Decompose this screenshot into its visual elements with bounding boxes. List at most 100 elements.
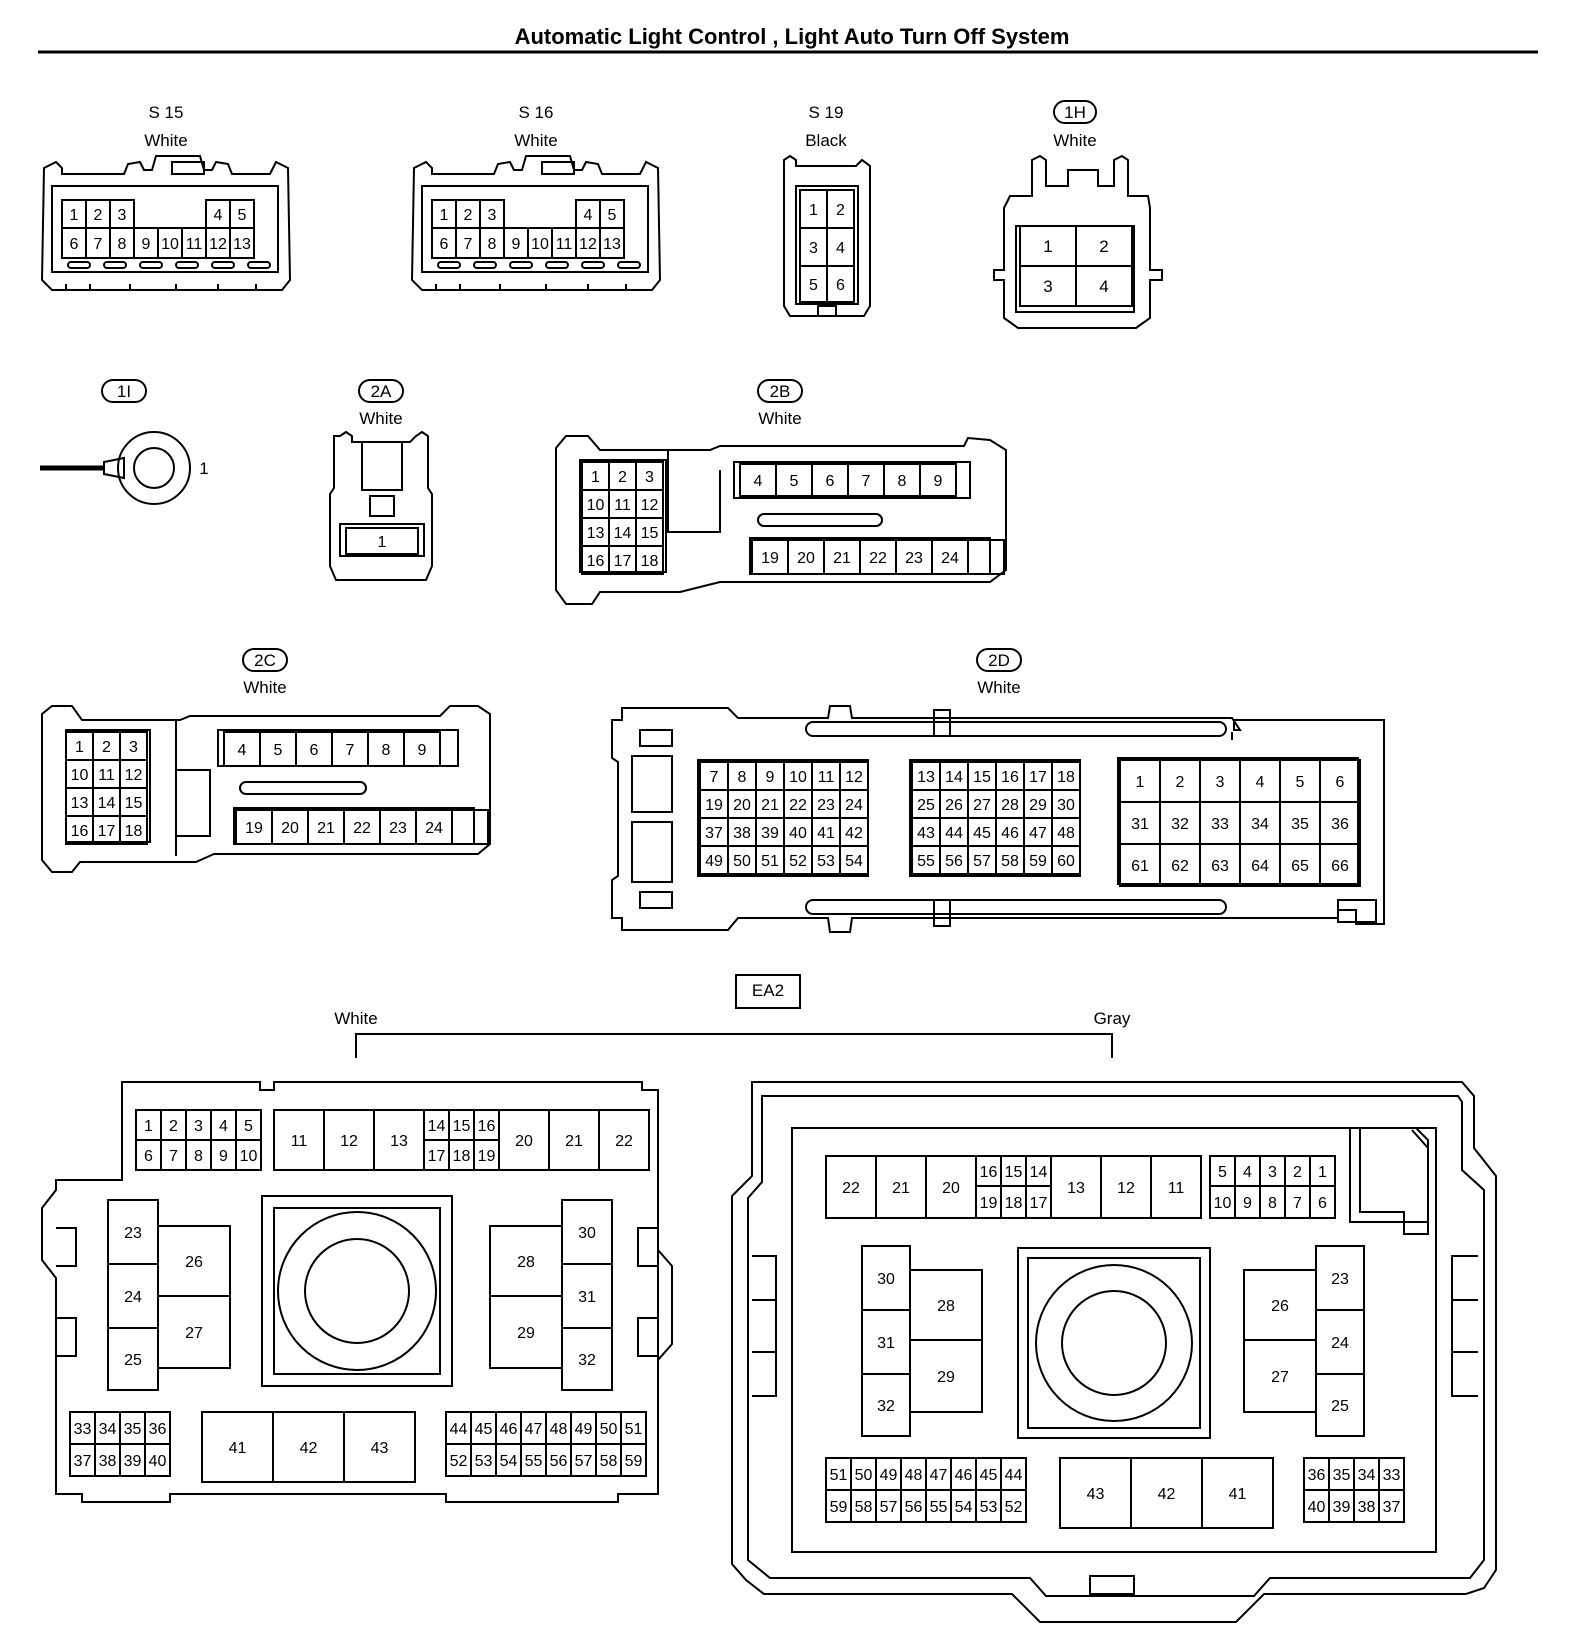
pin-number: 52 xyxy=(1005,1499,1023,1516)
pin-number: 43 xyxy=(371,1440,389,1457)
pin-number: 26 xyxy=(1271,1298,1289,1315)
pin-number: 33 xyxy=(1211,816,1229,833)
2c-notch xyxy=(175,720,211,856)
s16-color: White xyxy=(514,131,557,150)
pin-number: 1 xyxy=(1318,1164,1327,1181)
pin-number: 50 xyxy=(733,853,751,870)
2d-housing xyxy=(611,705,1385,933)
s15-code: S 15 xyxy=(149,103,184,122)
2a-housing xyxy=(329,430,433,581)
ea2g-right-tabs xyxy=(1451,1255,1478,1397)
s16-latch xyxy=(541,161,575,175)
pin-number: 50 xyxy=(855,1467,873,1484)
2d-key2 xyxy=(933,899,951,927)
2b-notch xyxy=(667,450,721,533)
2a-lock xyxy=(369,495,395,517)
1i-crimp xyxy=(103,456,125,480)
pin-number: 39 xyxy=(761,825,779,842)
pin-cell xyxy=(157,1295,231,1369)
pin-number: 56 xyxy=(945,853,963,870)
2d-slot-bot xyxy=(639,891,673,909)
pin-number: 55 xyxy=(917,853,935,870)
pin-number: 59 xyxy=(625,1453,643,1470)
pin-number: 45 xyxy=(980,1467,998,1484)
pin-number: 36 xyxy=(1308,1467,1326,1484)
pin-number: 13 xyxy=(587,525,605,542)
pin-number: 8 xyxy=(488,236,497,253)
pin-number: 20 xyxy=(797,550,815,567)
pin-number: 37 xyxy=(74,1453,92,1470)
pin-number: 24 xyxy=(1331,1335,1349,1352)
pin-number: 17 xyxy=(1029,769,1047,786)
pin-number: 19 xyxy=(478,1148,496,1165)
pin-number: 14 xyxy=(945,769,963,786)
1i-code: 1I xyxy=(117,382,131,401)
pin-number: 41 xyxy=(229,1440,247,1457)
pin-number: 20 xyxy=(281,820,299,837)
pin-number: 57 xyxy=(575,1453,593,1470)
pin-number: 49 xyxy=(705,853,723,870)
pin-number: 47 xyxy=(1029,825,1047,842)
pin-number: 21 xyxy=(565,1133,583,1150)
pin-number: 62 xyxy=(1171,858,1189,875)
pin-number: 37 xyxy=(1383,1499,1401,1516)
pin-number: 11 xyxy=(98,767,115,784)
pin-number: 27 xyxy=(185,1325,203,1342)
pin-number: 21 xyxy=(761,797,779,814)
pin-number: 23 xyxy=(1331,1271,1349,1288)
pin-cell xyxy=(967,539,1005,575)
pin-number: 34 xyxy=(99,1421,117,1438)
s19-color: Black xyxy=(805,131,847,150)
pin-number: 15 xyxy=(1005,1164,1023,1181)
pin-cell xyxy=(1150,1155,1202,1219)
pin-number: 2 xyxy=(1176,774,1185,791)
pin-number: 46 xyxy=(500,1421,518,1438)
pin-cell xyxy=(235,1139,262,1171)
pin-number: 61 xyxy=(1131,858,1149,875)
pin-number: 24 xyxy=(845,797,863,814)
s19-code: S 19 xyxy=(809,103,844,122)
pin-number: 8 xyxy=(194,1148,203,1165)
pin-number: 4 xyxy=(836,240,845,257)
pin-number: 9 xyxy=(418,742,427,759)
2c-housing xyxy=(41,705,491,873)
pin-cell xyxy=(1075,265,1133,307)
connector-s19 xyxy=(783,154,871,317)
latch-slot xyxy=(437,261,461,269)
pin-number: 29 xyxy=(1029,797,1047,814)
pin-number: 25 xyxy=(1331,1398,1349,1415)
pin-number: 40 xyxy=(789,825,807,842)
page-title: Automatic Light Control , Light Auto Tur… xyxy=(515,24,1070,49)
pin-number: 5 xyxy=(238,207,247,224)
pin-number: 23 xyxy=(905,550,923,567)
pin-number: 44 xyxy=(945,825,963,842)
ea2g-inner-frame xyxy=(791,1127,1437,1553)
ea2w-socket-inner xyxy=(273,1207,441,1375)
pin-number: 34 xyxy=(1358,1467,1376,1484)
pin-number: 10 xyxy=(789,769,807,786)
pin-cell xyxy=(229,227,255,259)
pin-number: 2 xyxy=(618,469,627,486)
pin-number: 13 xyxy=(233,236,251,253)
pin-number: 51 xyxy=(761,853,779,870)
2b-rail xyxy=(757,513,883,527)
latch-slot xyxy=(211,261,235,269)
2d-key xyxy=(933,709,951,737)
pin-number: 14 xyxy=(1030,1164,1048,1181)
pin-number: 8 xyxy=(898,473,907,490)
pin-cell xyxy=(1051,845,1081,875)
1h-housing xyxy=(993,154,1163,329)
ea2w-right-tab xyxy=(637,1227,658,1357)
pin-number: 4 xyxy=(219,1118,228,1135)
pin-number: 12 xyxy=(209,236,227,253)
pin-cell xyxy=(598,1109,650,1171)
pin-number: 42 xyxy=(1158,1486,1176,1503)
pin-cell xyxy=(839,845,869,875)
ea2g-socket-outer xyxy=(1017,1247,1211,1439)
pin-number: 3 xyxy=(645,469,654,486)
pin-number: 59 xyxy=(1029,853,1047,870)
pin-number: 10 xyxy=(1214,1195,1232,1212)
pin-number: 20 xyxy=(942,1180,960,1197)
pin-number: 1 xyxy=(1043,237,1052,256)
pin-number: 53 xyxy=(475,1453,493,1470)
